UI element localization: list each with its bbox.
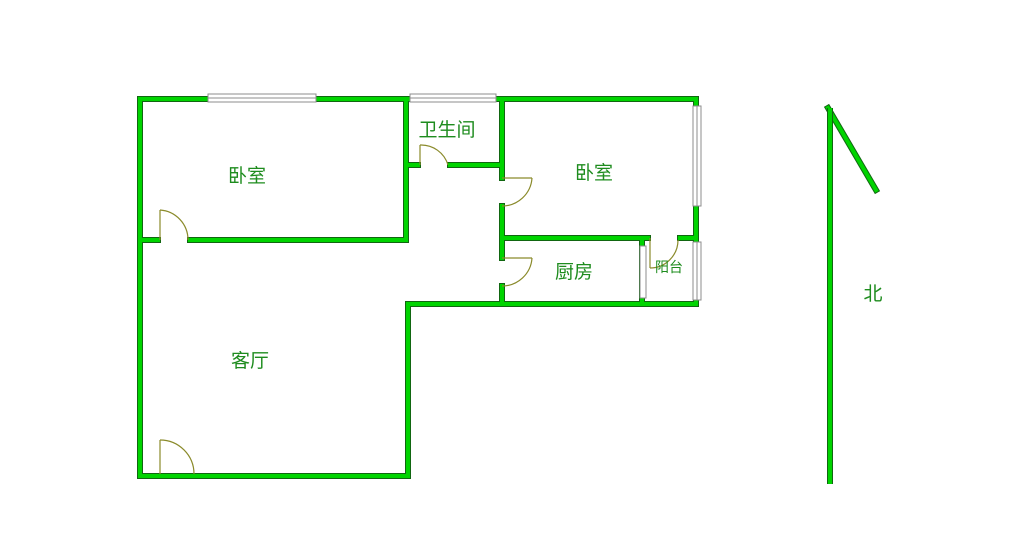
room-label-balcony: 阳台 (655, 260, 683, 276)
window-right-balcony (692, 241, 702, 301)
door-kitchen (501, 257, 533, 287)
north-arrow: 北 (823, 103, 883, 484)
room-label-kitchen: 厨房 (555, 261, 593, 283)
window-top-bathroom (409, 93, 497, 103)
door-bathroom (419, 144, 449, 166)
door-balcony (649, 238, 679, 269)
window-balcony-partition (639, 245, 647, 299)
door-bedroom-left (159, 209, 189, 241)
window-right-bedroom (692, 105, 702, 207)
windows (207, 93, 702, 301)
north-label: 北 (863, 283, 882, 305)
window-top-left (207, 93, 317, 103)
room-labels: 卧室 卫生间 卧室 厨房 阳台 客厅 (228, 119, 683, 372)
doors (159, 144, 679, 475)
door-bedroom-right (501, 177, 533, 207)
room-label-living-room: 客厅 (231, 350, 269, 372)
walls (137, 96, 699, 479)
room-label-bathroom: 卫生间 (418, 119, 475, 141)
room-label-bedroom-left: 卧室 (228, 165, 266, 187)
room-label-bedroom-right: 卧室 (575, 162, 613, 184)
door-front (159, 439, 195, 475)
